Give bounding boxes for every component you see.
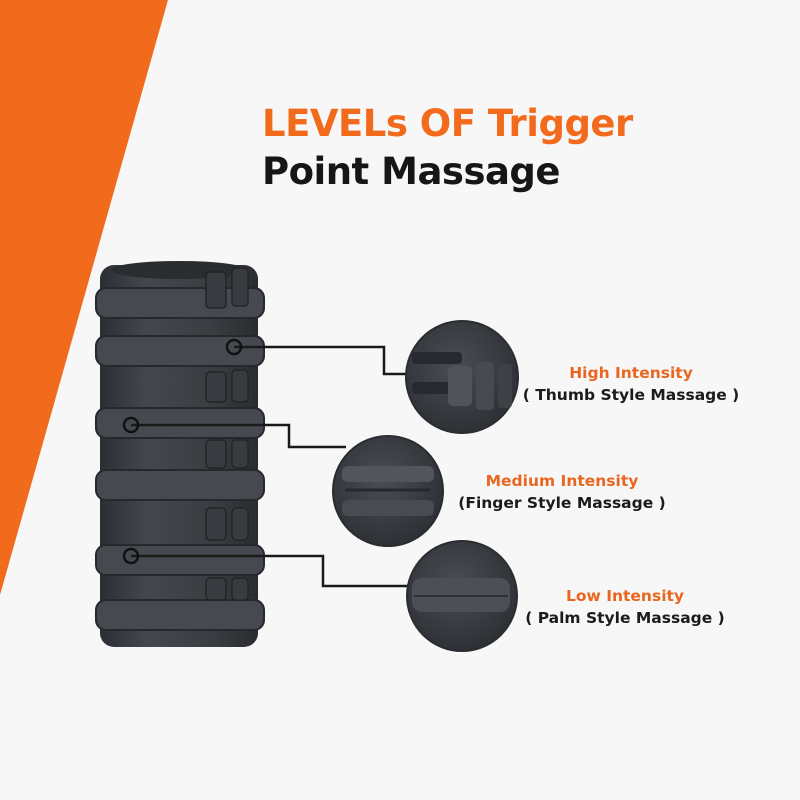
foam-roller — [95, 261, 265, 647]
medium-intensity-zoom — [332, 435, 444, 547]
high-intensity-label: High Intensity ( Thumb Style Massage ) — [518, 362, 744, 406]
low-intensity-title: Low Intensity — [565, 587, 685, 605]
medium-intensity-subtitle: (Finger Style Massage ) — [458, 494, 666, 512]
low-intensity-zoom — [406, 540, 518, 652]
medium-intensity-title: Medium Intensity — [485, 472, 639, 490]
high-intensity-title: High Intensity — [569, 364, 693, 382]
low-intensity-marker — [122, 547, 140, 565]
connector-lines — [131, 345, 408, 588]
low-intensity-label: Low Intensity ( Palm Style Massage ) — [520, 585, 730, 629]
high-intensity-marker — [225, 338, 243, 356]
high-intensity-zoom — [405, 320, 519, 434]
title-line-1: LEVELs OF Trigger — [262, 102, 633, 145]
medium-intensity-label: Medium Intensity (Finger Style Massage ) — [452, 470, 672, 514]
title-line-2: Point Massage — [262, 150, 561, 193]
page-title: LEVELs OF Trigger Point Massage — [262, 100, 633, 196]
medium-intensity-marker — [122, 416, 140, 434]
low-intensity-subtitle: ( Palm Style Massage ) — [525, 609, 725, 627]
high-intensity-subtitle: ( Thumb Style Massage ) — [522, 386, 740, 404]
